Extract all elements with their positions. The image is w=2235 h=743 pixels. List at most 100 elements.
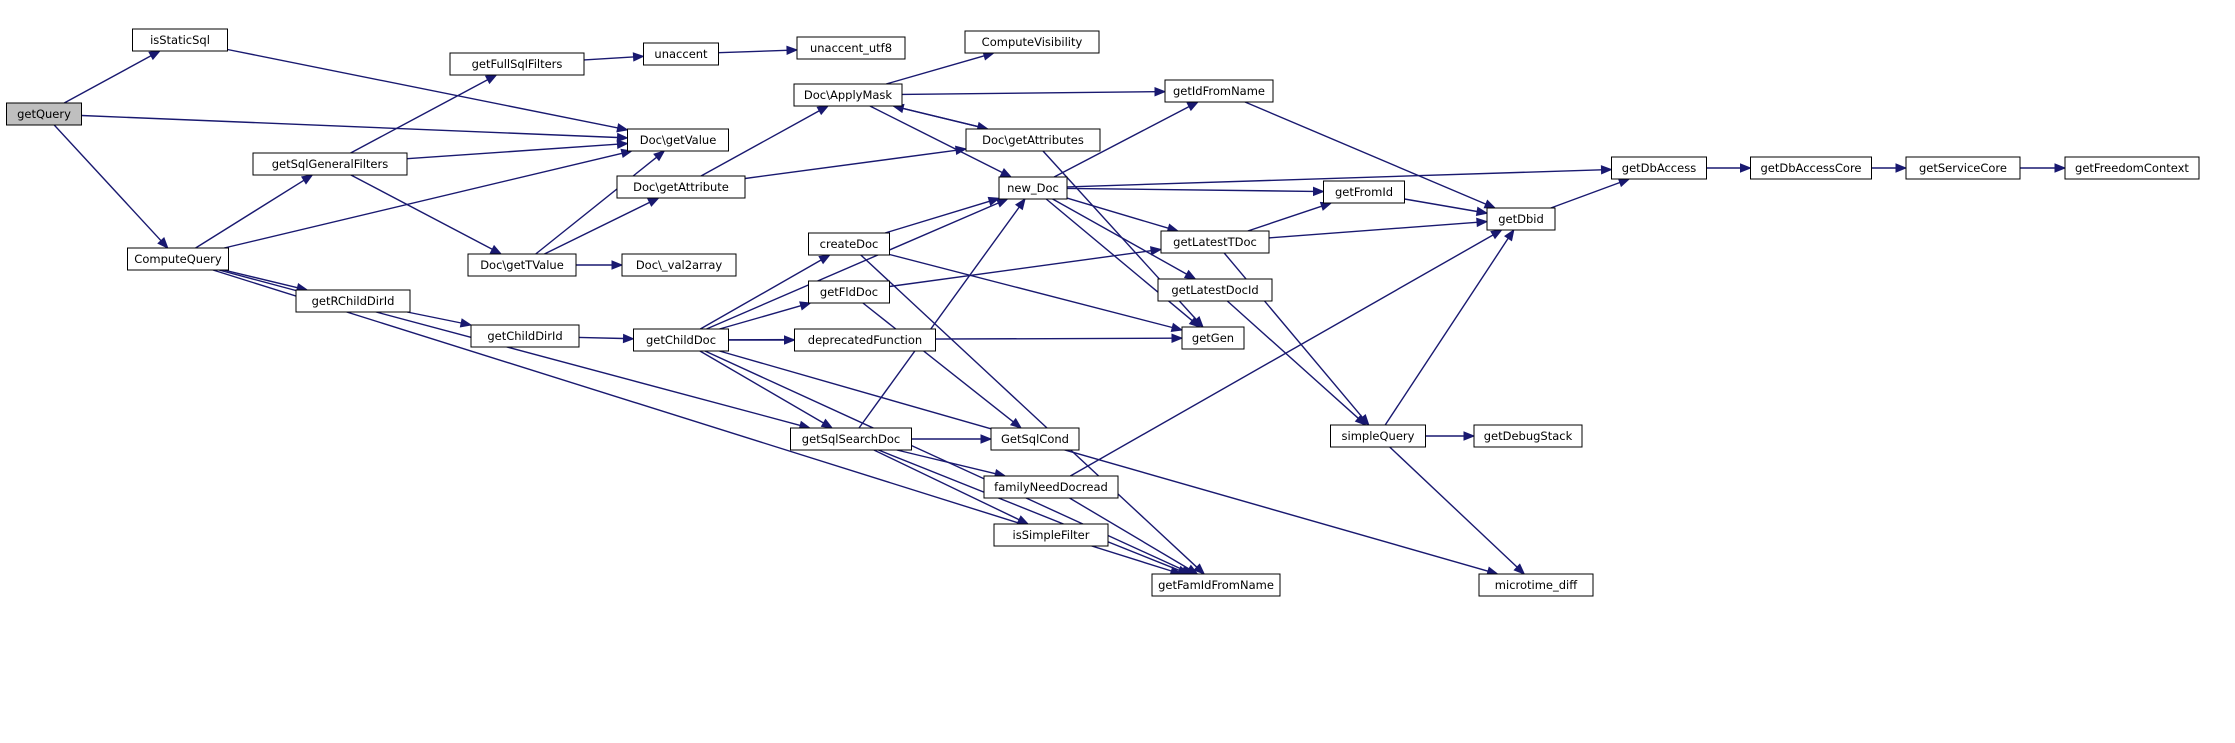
node-label: getIdFromName	[1173, 84, 1265, 98]
node-doc-val2array[interactable]: Doc\_val2array	[621, 253, 737, 277]
node-get-debug-stack[interactable]: getDebugStack	[1473, 424, 1583, 448]
edge-docget-attribute-to-docget-attributes	[744, 145, 968, 180]
node-microtime-diff[interactable]: microtime_diff	[1478, 573, 1594, 597]
node-get-child-dir-id[interactable]: getChildDirId	[470, 324, 580, 348]
node-get-db-access-core[interactable]: getDbAccessCore	[1750, 156, 1872, 180]
node-box	[990, 427, 1080, 451]
node-is-simple-filter[interactable]: isSimpleFilter	[993, 523, 1109, 547]
node-box	[467, 253, 577, 277]
node-label: isSimpleFilter	[1013, 528, 1090, 542]
edge-line	[1066, 197, 1169, 229]
edge-line	[583, 56, 634, 61]
node-box	[1330, 424, 1426, 448]
node-box	[1157, 278, 1273, 302]
node-docget-attributes[interactable]: Doc\getAttributes	[965, 128, 1101, 152]
node-create-doc[interactable]: createDoc	[808, 232, 890, 256]
edge-line	[224, 152, 623, 249]
node-deprecated-function[interactable]: deprecatedFunction	[794, 328, 936, 352]
node-get-full-sql-filters[interactable]: getFullSqlFilters	[449, 52, 585, 76]
node-get-sql-search-doc[interactable]: getSqlSearchDoc	[790, 427, 912, 451]
arrowhead	[786, 45, 799, 56]
node-get-service-core[interactable]: getServiceCore	[1905, 156, 2021, 180]
edge-get-db-access-core-to-get-service-core	[1871, 163, 1908, 173]
node-compute-query[interactable]: ComputeQuery	[127, 247, 229, 271]
arrowhead	[1016, 515, 1030, 525]
edge-line	[1053, 105, 1190, 178]
node-get-sql-general-filters[interactable]: getSqlGeneralFilters	[252, 152, 408, 176]
arrowhead	[1600, 165, 1613, 175]
arrowhead	[1170, 322, 1184, 332]
node-box	[643, 42, 719, 66]
edge-line	[535, 156, 657, 255]
node-new-doc[interactable]: new_Doc	[998, 176, 1068, 200]
node-family-need-docread[interactable]: familyNeedDocread	[983, 475, 1119, 499]
node-unaccent[interactable]: unaccent	[643, 42, 719, 66]
node-label: unaccent_utf8	[810, 41, 892, 55]
node-get-id-from-name[interactable]: getIdFromName	[1164, 79, 1274, 103]
edge-line	[1247, 205, 1322, 232]
node-box	[790, 427, 912, 451]
node-simple-query[interactable]: simpleQuery	[1330, 424, 1426, 448]
edge-get-child-doc-to-get-sql-search-doc	[699, 350, 834, 429]
node-get-child-doc[interactable]: getChildDoc	[633, 328, 729, 352]
edge-line	[227, 48, 618, 129]
edge-line	[869, 105, 1003, 174]
node-get-freedom-context[interactable]: getFreedomContext	[2064, 156, 2200, 180]
edge-simple-query-to-get-debug-stack	[1425, 431, 1476, 441]
edge-line	[706, 202, 999, 330]
node-get-fam-id-from-name[interactable]: getFamIdFromName	[1151, 573, 1281, 597]
node-label: Doc\getValue	[640, 133, 717, 147]
edge-line	[212, 269, 1172, 572]
edge-get-sql-general-filters-to-docget-tvalue	[350, 174, 503, 255]
node-get-from-id[interactable]: getFromId	[1323, 180, 1405, 204]
node-label: getSqlSearchDoc	[802, 432, 900, 446]
node-get-gen[interactable]: getGen	[1181, 326, 1245, 350]
arrowhead	[1154, 86, 1167, 97]
edge-line	[1069, 497, 1190, 570]
node-get-latest-doc-id[interactable]: getLatestDocId	[1157, 278, 1273, 302]
node-label: getLatestTDoc	[1173, 235, 1257, 249]
node-label: getQuery	[17, 107, 71, 121]
edge-line	[719, 305, 802, 330]
arrowhead	[1183, 269, 1197, 280]
edge-is-static-sql-to-docget-value	[227, 48, 629, 133]
node-box	[1160, 230, 1270, 254]
edge-line	[700, 110, 820, 177]
arrowhead	[459, 318, 473, 328]
node-get-rchild-dir-id[interactable]: getRChildDirId	[295, 289, 411, 313]
node-unaccent-utf8[interactable]: unaccent_utf8	[796, 36, 906, 60]
edge-docget-tvalue-to-docget-value	[535, 150, 666, 255]
node-get-fld-doc[interactable]: getFldDoc	[808, 280, 890, 304]
node-is-static-sql[interactable]: isStaticSql	[132, 28, 228, 52]
edge-line	[350, 79, 488, 154]
arrowhead	[611, 260, 624, 270]
node-box	[796, 36, 906, 60]
edge-get-latest-doc-id-to-simple-query	[1226, 300, 1367, 426]
node-get-latest-tdoc[interactable]: getLatestTDoc	[1160, 230, 1270, 254]
node-label: Doc\_val2array	[636, 258, 723, 272]
arrowhead	[1740, 163, 1752, 173]
graph-nodes: getQuery isStaticSqlDoc\getValueComputeQu…	[6, 28, 2200, 597]
node-label: getServiceCore	[1919, 161, 2007, 175]
node-get-dbid[interactable]: getDbid	[1486, 207, 1556, 231]
node-box	[127, 247, 229, 271]
arrowhead	[820, 418, 834, 429]
node-get-db-access[interactable]: getDbAccess	[1611, 156, 1707, 180]
node-get-sql-cond[interactable]: GetSqlCond	[990, 427, 1080, 451]
node-compute-visibility[interactable]: ComputeVisibility	[964, 30, 1100, 54]
node-get-query[interactable]: getQuery	[6, 102, 82, 126]
edge-line	[719, 350, 1489, 572]
node-label: getChildDoc	[646, 333, 716, 347]
node-docget-tvalue[interactable]: Doc\getTValue	[467, 253, 577, 277]
node-box	[965, 128, 1101, 152]
edge-get-query-to-docget-value	[81, 114, 629, 143]
arrowhead	[1504, 228, 1515, 242]
node-docget-value[interactable]: Doc\getValue	[627, 128, 729, 152]
node-doc-apply-mask[interactable]: Doc\ApplyMask	[793, 83, 903, 107]
node-box	[1181, 326, 1245, 350]
edge-line	[406, 143, 618, 160]
edge-line	[896, 449, 996, 475]
node-docget-attribute[interactable]: Doc\getAttribute	[616, 175, 746, 199]
node-box	[252, 152, 408, 176]
